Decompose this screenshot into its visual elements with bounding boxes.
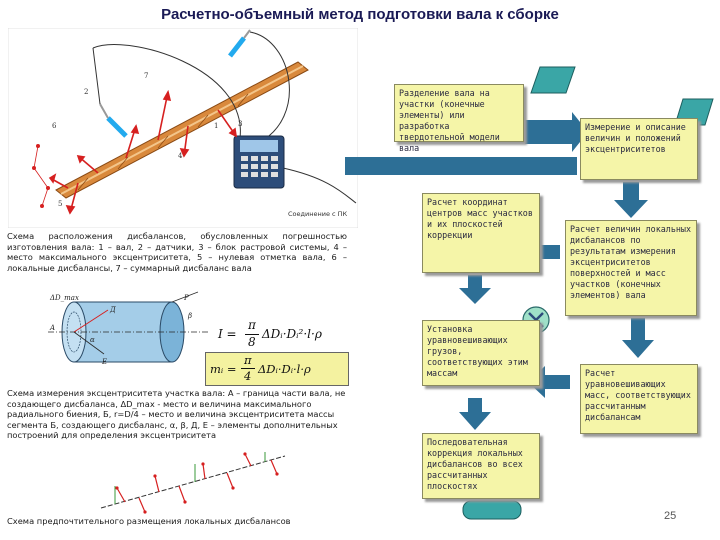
pc-connection-label: Соединение с ПК: [288, 210, 348, 218]
flowchart-arrows: [345, 112, 654, 430]
arrow-down: [614, 182, 648, 218]
unbalance-arrows: [48, 89, 238, 215]
formula-part: ΔDᵢ·Dᵢ²·l·ρ: [262, 327, 322, 341]
cyl-label: A: [49, 324, 55, 332]
cyl-label: α: [90, 336, 95, 344]
placement-figure: [100, 452, 286, 514]
connector-band: [345, 157, 577, 175]
cyl-label: E: [101, 358, 107, 366]
shaft: [55, 61, 309, 199]
arrow-down: [622, 318, 654, 358]
shaft-number-label: 7: [144, 72, 148, 80]
formula-part: 4: [244, 369, 252, 383]
cyl-label: Д: [109, 306, 116, 314]
page-number: 25: [664, 510, 677, 522]
mass-formula: mᵢ = π 4 ΔDᵢ·Dᵢ·l·ρ: [205, 352, 349, 386]
fraction-bar: [241, 368, 255, 369]
shaft-number-label: 4: [178, 152, 183, 160]
flow-box-install: Установка уравновешивающих грузов, соотв…: [422, 320, 540, 386]
raster-system-block: [233, 135, 285, 189]
formula-part: I =: [218, 327, 237, 341]
cyl-label: ΔD_max: [49, 294, 79, 302]
formula-part: mᵢ =: [210, 362, 237, 376]
page-title: Расчетно-объемный метод подготовки вала …: [161, 6, 559, 23]
inertia-formula: I = π 8 ΔDᵢ·Dᵢ²·l·ρ: [212, 318, 352, 352]
formula-part: π: [244, 353, 252, 367]
local-unbalance-arrows: [116, 453, 278, 513]
arrow-down: [459, 275, 491, 304]
placement-scheme-caption: Схема предпочтительного размещения локал…: [7, 516, 291, 526]
fraction-bar: [245, 334, 259, 335]
shaft-number-label: 1: [214, 122, 218, 130]
flow-box-sequential: Последовательная коррекция локальных дис…: [422, 433, 540, 499]
end-marker: [462, 500, 522, 520]
shaft-number-label: 3: [238, 120, 242, 128]
flow-box-split: Разделение вала на участки (конечные эле…: [394, 84, 524, 153]
formula-part: ΔDᵢ·Dᵢ·l·ρ: [258, 362, 311, 376]
flow-box-local-unbalance: Расчет величин локальных дисбалансов по …: [565, 220, 697, 316]
sensor-probe: [228, 29, 251, 58]
sensor-probe: [92, 47, 128, 138]
shaft-number-label: 6: [52, 122, 57, 130]
flow-box-coords: Расчет координат центров масс участков и…: [422, 193, 540, 273]
cyl-label: β: [187, 312, 192, 320]
eccentricity-measurement-figure: ΔD_max A P β Д α E: [48, 291, 208, 366]
start-marker: [530, 66, 576, 94]
formula-part: π: [248, 318, 256, 332]
flow-box-counter-mass: Расчет уравновешивающих масс, соответств…: [580, 364, 698, 434]
shaft-scheme-caption: Схема расположения дисбалансов, обусловл…: [7, 231, 347, 273]
cyl-label: P: [183, 294, 189, 302]
shaft-number-label: 5: [58, 200, 62, 208]
flow-box-measure: Измерение и описание величин и положений…: [580, 118, 698, 180]
shaft-scheme-figure: 1 2 3 4 5 6 7 Соединение с ПК: [8, 28, 358, 228]
formula-part: 8: [248, 335, 256, 349]
eccentricity-scheme-caption: Схема измерения эксцентриситета участка …: [7, 388, 346, 440]
arrow-down: [459, 398, 491, 430]
shaft-number-label: 2: [84, 88, 88, 96]
arrow-right: [525, 112, 588, 152]
